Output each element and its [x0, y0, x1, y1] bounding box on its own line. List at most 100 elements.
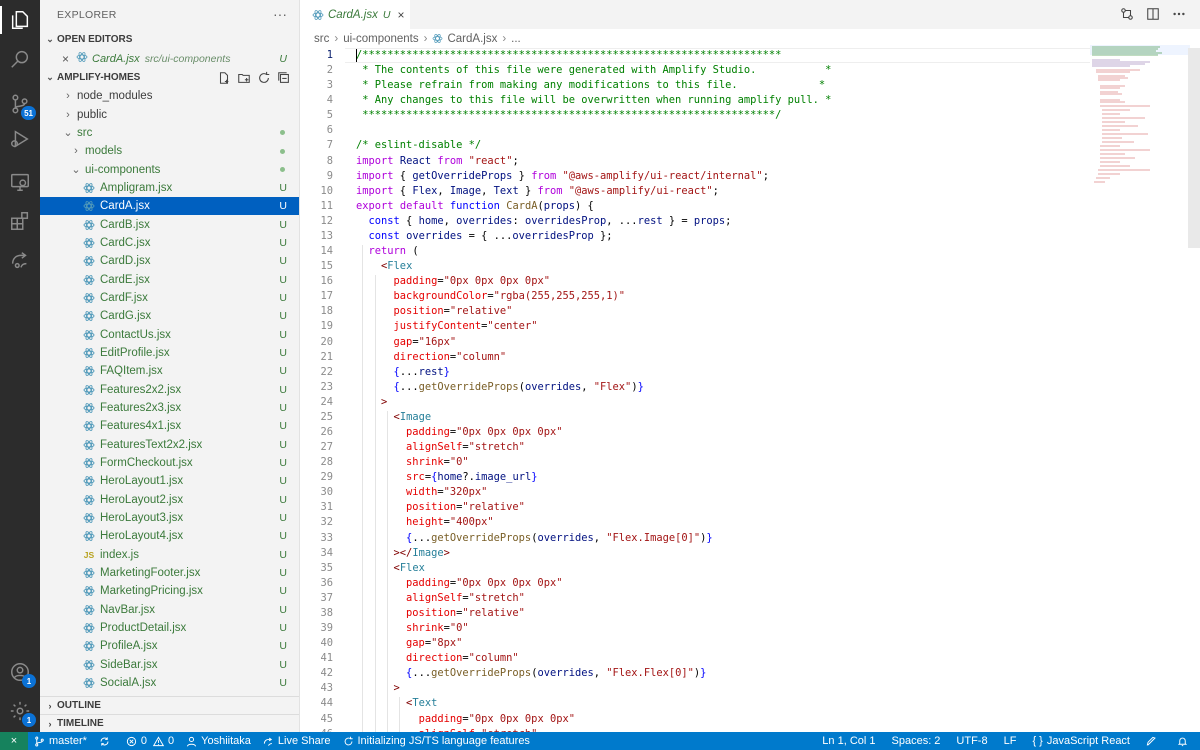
source-control-icon[interactable]: 51	[6, 90, 36, 120]
notifications-button[interactable]	[1169, 732, 1200, 750]
open-changes-icon[interactable]	[1120, 7, 1134, 21]
search-icon[interactable]	[6, 45, 34, 73]
problems-indicator[interactable]: 0 0	[120, 732, 180, 750]
timeline-header[interactable]: › TIMELINE	[40, 714, 299, 732]
split-editor-icon[interactable]	[1146, 7, 1160, 21]
live-share-button[interactable]: Live Share	[257, 732, 337, 750]
settings-gear-icon[interactable]: 1	[6, 697, 36, 727]
breadcrumb-ui-components[interactable]: ui-components	[343, 32, 419, 45]
end-of-line[interactable]: LF	[996, 732, 1025, 750]
encoding[interactable]: UTF-8	[948, 732, 995, 750]
tab-close-icon[interactable]: ×	[397, 7, 405, 22]
code-token: }	[637, 380, 644, 393]
run-debug-icon[interactable]	[6, 125, 34, 153]
code-token: ></	[393, 546, 413, 559]
extensions-icon[interactable]	[6, 207, 34, 235]
modified-dot	[280, 167, 285, 173]
code-token: const	[368, 214, 400, 227]
language-mode[interactable]: { } JavaScript React	[1024, 732, 1138, 750]
accounts-badge: 1	[22, 674, 36, 688]
open-editors-header[interactable]: ⌄ OPEN EDITORS	[40, 30, 299, 49]
code-token: "0px 0px 0px 0px"	[456, 576, 563, 589]
breadcrumb-symbol[interactable]: ...	[511, 32, 521, 45]
cursor-position[interactable]: Ln 1, Col 1	[814, 732, 883, 750]
code-token: =	[462, 591, 469, 604]
open-editor-name: CardA.jsx	[92, 52, 140, 65]
code-token	[356, 275, 394, 287]
branch-indicator[interactable]: master*	[28, 732, 93, 750]
code-line: padding="0px 0px 0px 0px"	[356, 713, 575, 725]
open-editor-item[interactable]: × CardA.jsx src/ui-components U	[40, 49, 299, 68]
more-actions-icon[interactable]	[1172, 7, 1186, 21]
language-server-status[interactable]: Initializing JS/TS language features	[337, 732, 536, 750]
indentation[interactable]: Spaces: 2	[884, 732, 949, 750]
breadcrumb-src[interactable]: src	[314, 32, 330, 45]
collapse-all-icon[interactable]	[277, 71, 291, 85]
folder-item[interactable]: ›node_modules	[40, 87, 299, 105]
new-folder-icon[interactable]	[237, 71, 251, 85]
vertical-scrollbar[interactable]	[1188, 48, 1200, 248]
live-share-icon[interactable]	[6, 246, 34, 274]
line-number: 13	[320, 229, 333, 242]
line-number: 39	[320, 622, 333, 635]
code-token: ****************************************…	[356, 109, 782, 122]
refresh-icon[interactable]	[257, 71, 271, 85]
explorer-icon[interactable]	[6, 6, 34, 34]
code-token: overrides	[537, 531, 594, 544]
code-token: {	[431, 471, 438, 484]
sync-button[interactable]	[93, 732, 120, 750]
folder-item[interactable]: ›models	[40, 142, 299, 160]
folder-item[interactable]: ⌄src	[40, 124, 299, 142]
folder-item[interactable]: ›public	[40, 105, 299, 123]
code-token: * Please refrain from making any modific…	[356, 79, 826, 92]
accounts-icon[interactable]: 1	[6, 658, 36, 688]
account-indicator[interactable]: Yoshiitaka	[180, 732, 257, 750]
folder-item[interactable]: ⌄ui-components	[40, 160, 299, 178]
new-file-icon[interactable]	[217, 71, 231, 85]
outline-header[interactable]: › OUTLINE	[40, 696, 299, 714]
code-token: }	[706, 531, 713, 544]
tab-carda[interactable]: CardA.jsx U ×	[300, 0, 410, 29]
remote-indicator[interactable]: ×	[0, 732, 28, 750]
feedback-button[interactable]	[1138, 732, 1169, 750]
remote-explorer-icon[interactable]	[6, 168, 34, 196]
workspace-header[interactable]: ⌄ AMPLIFY-HOMES	[40, 68, 299, 87]
more-actions-button[interactable]: ···	[273, 6, 287, 22]
code-editor[interactable]: 1/**************************************…	[300, 48, 1090, 732]
minimap[interactable]	[1090, 45, 1190, 195]
code-token: "column"	[468, 652, 519, 665]
code-line: justifyContent="center"	[356, 320, 538, 332]
breadcrumb-file[interactable]: CardA.jsx	[447, 32, 498, 45]
code-token: import	[356, 169, 394, 182]
code-token: ;	[725, 214, 732, 227]
close-icon[interactable]: ×	[62, 51, 70, 66]
